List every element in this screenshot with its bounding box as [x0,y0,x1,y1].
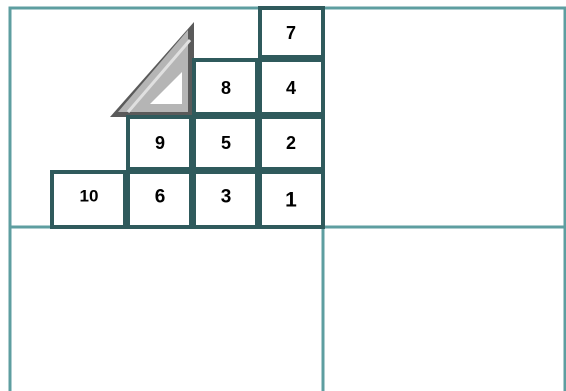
box-8: 8 [194,60,257,114]
box-5: 5 [194,117,257,169]
box-9: 9 [128,117,191,169]
box-label: 6 [155,187,166,208]
box-label: 1 [285,189,297,212]
box-label: 9 [155,133,165,153]
box-label: 2 [286,133,296,153]
box-label: 8 [221,78,231,98]
box-3: 3 [194,172,257,227]
box-2: 2 [260,117,323,169]
box-label: 7 [286,23,296,43]
box-label: 4 [286,78,296,98]
box-6: 6 [128,172,191,227]
frame-bottom-right [323,227,565,391]
box-label: 5 [221,133,231,153]
box-4: 4 [260,60,323,114]
frame-top-right [323,8,565,227]
box-7: 7 [260,8,323,57]
box-10: 10 [52,172,125,227]
frame-bottom-left [10,227,323,391]
box-label: 3 [221,187,232,208]
set-square-icon [110,22,194,117]
box-label: 10 [80,187,99,206]
box-1: 1 [260,172,323,227]
